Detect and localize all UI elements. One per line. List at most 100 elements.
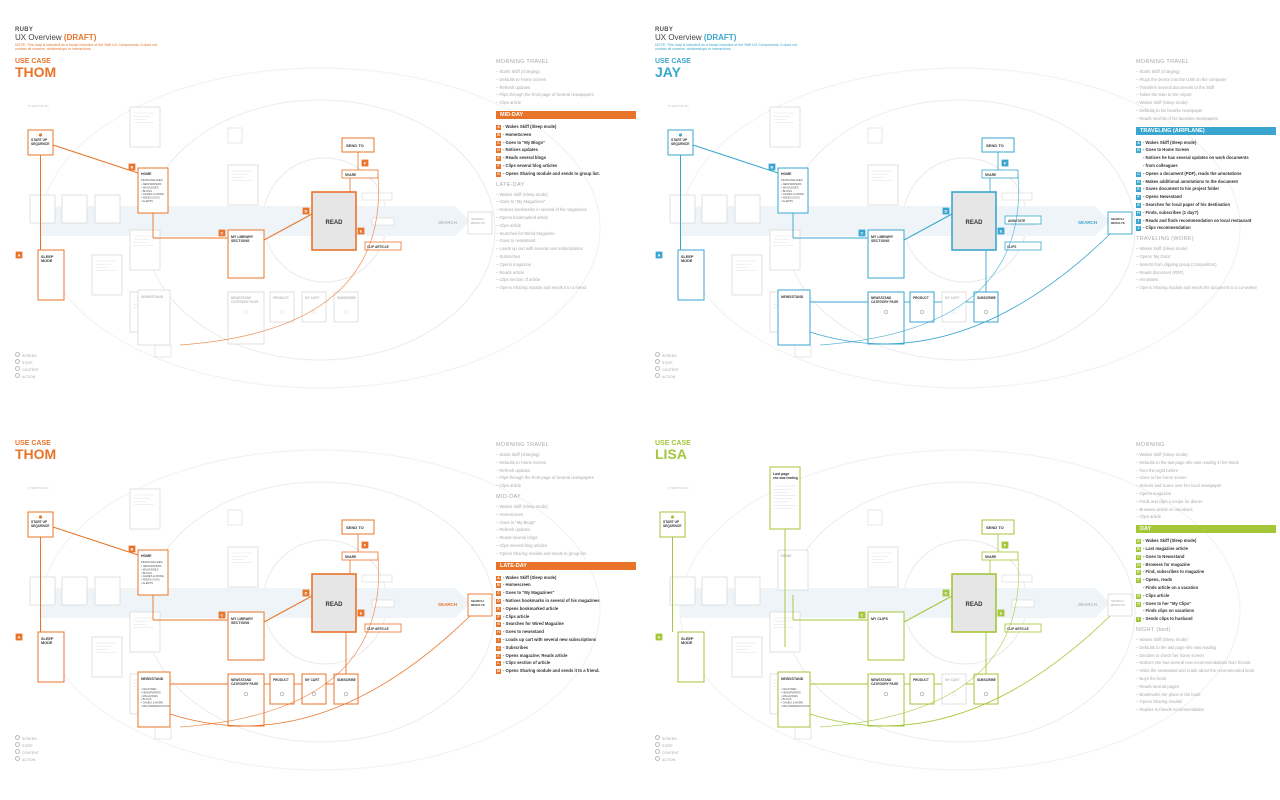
scenario-step: Browses article on vacations	[1136, 506, 1276, 514]
scenario-step: Homescreen	[496, 511, 636, 519]
store-screen-icon	[919, 309, 925, 315]
scenario-step: Flips through the front page of several …	[496, 91, 636, 99]
step-text: - Clips several blog articles	[503, 162, 558, 168]
scenario-step: B- Goes to Home Screen	[1136, 146, 1276, 154]
scenario-step: Wakes Skiff (Sleep mode)	[1136, 99, 1276, 107]
home-item: • ALERTS	[781, 199, 793, 203]
step-text: - from colleagues	[1143, 162, 1178, 168]
store-screen-box	[333, 291, 359, 323]
annotation-label: P. SWITCH ON	[28, 486, 48, 490]
step-marker	[15, 633, 23, 641]
home-sub: PERSONALIZED	[141, 178, 163, 182]
step-marker-letter: C	[861, 231, 864, 236]
scenario-step: I- Sends clips to husband	[1136, 615, 1276, 623]
scenario-step: Replies to friends recommendation	[1136, 706, 1276, 714]
legend-marker	[15, 359, 20, 364]
step-marker-letter: E	[360, 611, 363, 616]
scenario-heading: TRAVELING (WORK)	[1136, 236, 1194, 243]
scenario-step: Refresh updates	[496, 84, 636, 92]
home-item: • NEWSPAPERS	[141, 182, 162, 186]
scenario-step: Transfers several documents to the Skiff	[1136, 84, 1276, 92]
step-marker	[15, 251, 23, 259]
step-letter-badge: M	[496, 669, 501, 675]
scenario-step: Selects and scans over her local newspap…	[1136, 482, 1276, 490]
clip-article-label: CLIPS	[1007, 245, 1016, 249]
step-marker-letter: C	[221, 613, 224, 618]
scenario-step: F- Opens, reads	[1136, 576, 1276, 584]
store-screen-box	[909, 673, 935, 705]
step-marker	[218, 611, 226, 619]
step-letter-badge: A	[496, 124, 501, 130]
scenario-step: Clips article	[1136, 513, 1276, 521]
context-screen	[734, 576, 761, 606]
scenario-step: I- Reads and finds recommendation on loc…	[1136, 217, 1276, 225]
scenario-step: Starts Skiff (charging)	[496, 68, 636, 76]
context-screen	[731, 254, 763, 296]
legend-label: CONTENT	[22, 368, 39, 372]
context-screen	[794, 344, 812, 358]
scenario-step: C- Opens a document (PDF), reads the ann…	[1136, 170, 1276, 178]
step-marker-letter: F	[1004, 543, 1007, 548]
store-screen-box	[269, 673, 295, 705]
step-marker-letter: D	[945, 209, 948, 214]
legend-label: CONTENT	[662, 368, 679, 372]
store-screen-label: MY CART	[945, 296, 960, 300]
store-screen-icon	[311, 691, 317, 697]
store-screen-label: CATEGORY PAGE	[231, 682, 258, 686]
step-marker-letter: F	[1004, 161, 1007, 166]
scenario-step: Refresh updates	[496, 467, 636, 475]
clip-article-label: CLIP ARTICLE	[367, 627, 389, 631]
scenario-step: C- Goes to Newsstand	[1136, 553, 1276, 561]
step-letter-badge: E	[1136, 187, 1141, 193]
newsstand-item: • FEATURED	[141, 687, 157, 691]
startup-label: SEQUENCE	[663, 524, 682, 528]
newsstand-box	[777, 671, 811, 728]
legend-label: SCREEN	[22, 354, 37, 358]
step-text: - Notices bookmarks in several of his ma…	[503, 597, 600, 603]
annotation-label: P. SWITCH ON	[28, 104, 48, 108]
disclaimer-note: NOTE: This map is intended as a broad ov…	[655, 43, 798, 51]
legend-item: ACTION	[655, 756, 679, 763]
scenario-step: Subscribes	[496, 253, 636, 261]
step-marker-letter: D	[305, 591, 308, 596]
step-marker	[357, 227, 365, 235]
newsstand-box	[137, 289, 171, 346]
store-screen-label: PRODUCT	[913, 296, 929, 300]
home-item: • FEEDS (XXX)	[141, 578, 160, 582]
step-marker	[1001, 541, 1009, 549]
legend-item: STATE	[655, 742, 679, 749]
use-case-name: THOM	[15, 446, 57, 462]
clip-article-box	[364, 241, 402, 251]
home-item: • GAMES & MORE	[141, 192, 164, 196]
step-letter-badge: A	[1136, 140, 1141, 146]
library-box	[227, 229, 265, 279]
startup-icon	[38, 133, 43, 137]
step-letter-badge: B	[496, 132, 501, 138]
library-label: MY LIBRARY	[231, 617, 254, 621]
store-screen-icon	[343, 309, 349, 315]
scenario-step: Bookmarks her place in the book	[1136, 691, 1276, 699]
step-text: - Browses for magazine	[1143, 561, 1191, 567]
home-box	[777, 167, 809, 214]
app-label: RUBY	[15, 27, 34, 33]
search-results-box	[467, 211, 493, 235]
scenario-step: Refresh updates	[496, 526, 636, 534]
step-marker	[128, 163, 136, 171]
step-marker-letter: B	[131, 165, 134, 170]
newsstand-box	[777, 289, 811, 346]
scenario-block: MID-DAYWakes Skiff (Sleep mode)Homescree…	[496, 494, 636, 558]
read-label: READ	[325, 220, 343, 226]
step-text: - Searches for local paper of his destin…	[1143, 201, 1231, 207]
store-screen-label: SUBSCRIBE	[977, 678, 996, 682]
read-box	[311, 573, 357, 633]
step-marker-letter: B	[131, 547, 134, 552]
scenario-step: Opens Sharing module	[1136, 698, 1276, 706]
step-text: - Opens Sharing module and sends it to a…	[503, 668, 600, 674]
legend-item: STATE	[15, 359, 39, 366]
scenario-step: Defaults to the last page she was readin…	[1136, 644, 1276, 652]
scenario-step: Plugs the device into the USB on the com…	[1136, 76, 1276, 84]
context-screen	[129, 106, 161, 148]
